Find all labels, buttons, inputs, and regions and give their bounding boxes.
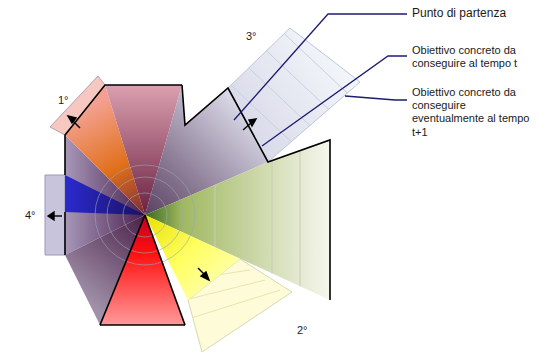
- callout-text: Obiettivo concreto da conseguire al temp…: [412, 44, 538, 70]
- callout-number: 1°: [58, 94, 69, 107]
- callout-number: 3°: [246, 30, 257, 43]
- callout-number: 4°: [25, 209, 36, 222]
- callout-text: Obiettivo concreto da conseguire eventua…: [412, 86, 538, 139]
- callout-number: 2°: [297, 324, 308, 337]
- callout-text: Punto di partenza: [412, 6, 538, 20]
